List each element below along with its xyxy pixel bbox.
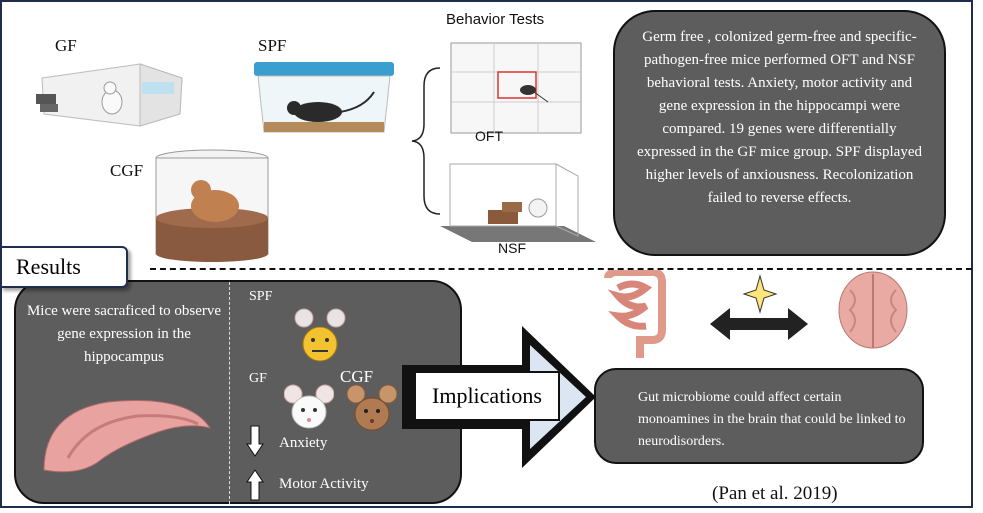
cgf-tub-icon	[155, 149, 269, 262]
study-summary: Germ free , colonized germ-free and spec…	[613, 10, 946, 256]
gf-isolator-icon	[36, 63, 183, 127]
label-anxiety: Anxiety	[279, 435, 328, 451]
brain-icon	[838, 271, 908, 349]
results-divider	[229, 282, 230, 504]
nsf-arena-icon	[440, 163, 596, 242]
label-behavior-tests: Behavior Tests	[446, 11, 545, 28]
hippocampus-icon	[43, 399, 212, 473]
implications-text: Gut microbiome could affect certain mono…	[594, 368, 924, 464]
sparkle-icon	[742, 274, 778, 314]
label-spf: SPF	[258, 36, 287, 55]
oft-arena-icon	[450, 42, 582, 134]
section-divider	[150, 268, 972, 270]
down-arrow-icon	[246, 425, 264, 457]
label-gf: GF	[55, 36, 77, 55]
cgf-mouse-icon	[347, 384, 397, 431]
label-oft: OFT	[475, 128, 503, 144]
up-arrow-icon	[246, 469, 264, 501]
label-nsf: NSF	[498, 240, 526, 256]
implications-label: Implications	[414, 371, 560, 421]
mice-sacrificed-text: Mice were sacraficed to observe gene exp…	[26, 303, 222, 365]
gf-mouse-icon	[284, 384, 334, 429]
brace-icon	[411, 67, 441, 215]
label-results-gf: GF	[249, 371, 267, 386]
label-motor-activity: Motor Activity	[279, 476, 369, 492]
citation: (Pan et al. 2019)	[712, 483, 838, 504]
results-tab: Results	[0, 246, 128, 288]
spf-anxious-mouse-icon	[294, 308, 346, 362]
label-results-spf: SPF	[249, 289, 273, 304]
spf-cage-icon	[254, 62, 394, 133]
label-results-cgf: CGF	[340, 367, 374, 386]
label-cgf: CGF	[110, 161, 144, 180]
bidirectional-arrow-icon	[710, 308, 808, 340]
intestine-icon	[604, 270, 666, 358]
